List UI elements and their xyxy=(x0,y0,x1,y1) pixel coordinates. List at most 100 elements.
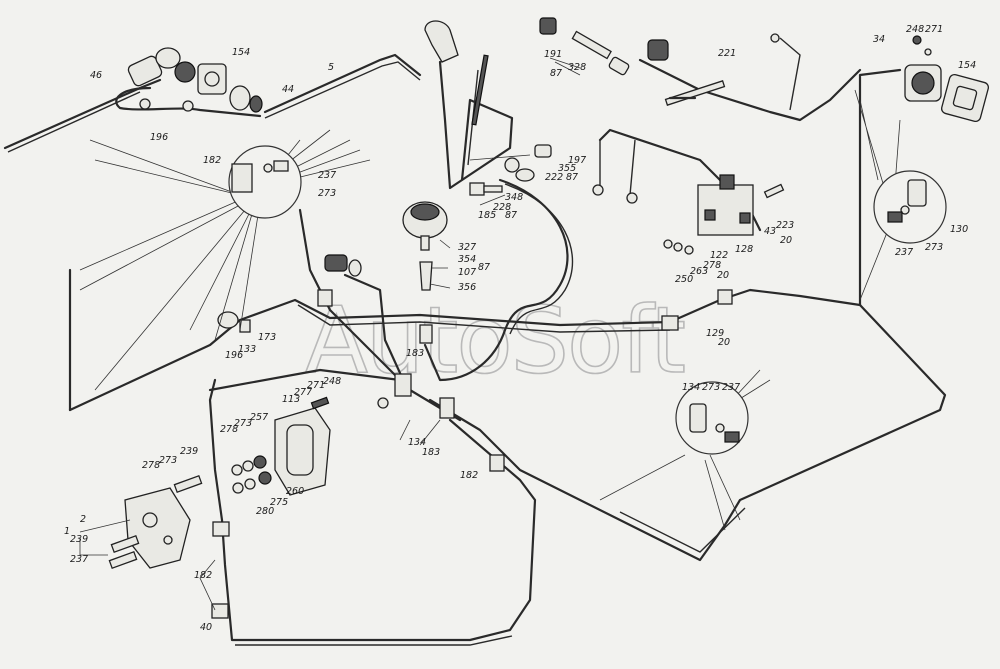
elbow-connector-top xyxy=(424,20,459,63)
harness-40 xyxy=(208,378,537,642)
label-191: 191 xyxy=(544,49,562,60)
callout-labels: 46 154 44 5 196 182 237 273 191 328 87 2… xyxy=(64,24,976,633)
label-248-top: 248 xyxy=(906,24,924,35)
connector-elbow xyxy=(155,47,181,69)
label-154-top: 154 xyxy=(232,47,250,58)
label-20-a: 20 xyxy=(780,235,792,246)
connector-221 xyxy=(647,39,669,61)
label-87-top: 87 xyxy=(550,68,562,79)
label-113: 113 xyxy=(282,394,300,405)
label-260: 260 xyxy=(286,486,304,497)
label-354: 354 xyxy=(458,254,476,265)
label-273-top: 273 xyxy=(318,188,336,199)
label-356: 356 xyxy=(458,282,476,293)
bolt-185 xyxy=(469,182,485,196)
label-43: 43 xyxy=(764,226,776,237)
label-133: 133 xyxy=(238,344,256,355)
label-34: 34 xyxy=(873,34,885,45)
bolt-237a xyxy=(273,160,289,172)
clamp-173 xyxy=(317,289,333,307)
eyelet-a xyxy=(592,184,604,196)
bolt-237d xyxy=(108,550,138,570)
screw-223 xyxy=(763,183,785,199)
label-134-center: 134 xyxy=(408,437,426,448)
eyelet-b xyxy=(626,192,638,204)
label-222: 222 xyxy=(545,172,563,183)
grommet-196a xyxy=(139,98,151,110)
label-185: 185 xyxy=(478,210,496,221)
harness-zigzag xyxy=(438,60,514,190)
connector-center xyxy=(324,254,348,272)
label-196-top: 196 xyxy=(150,132,168,143)
label-327: 327 xyxy=(458,242,476,253)
connector-154 xyxy=(174,61,196,83)
clamp-134 xyxy=(394,373,412,397)
grommet-196c xyxy=(217,311,239,329)
label-237-left: 237 xyxy=(70,554,88,565)
bolt-237c xyxy=(724,431,740,443)
label-278-right: 278 xyxy=(703,260,721,271)
clamp-129 xyxy=(661,315,679,331)
label-257: 257 xyxy=(250,412,268,423)
label-87-right: 87 xyxy=(566,172,578,183)
label-275: 275 xyxy=(270,497,288,508)
harness-5 xyxy=(263,53,422,114)
label-273-bottom: 273 xyxy=(702,382,720,393)
label-20-c: 20 xyxy=(718,337,730,348)
label-273-right: 273 xyxy=(925,242,943,253)
clamp-182 xyxy=(489,454,505,472)
label-273-left: 273 xyxy=(159,455,177,466)
label-154-right: 154 xyxy=(958,60,976,71)
sensor-328 xyxy=(571,30,612,60)
bracket-134b xyxy=(689,403,707,433)
label-263: 263 xyxy=(690,266,708,277)
label-278-left: 278 xyxy=(142,460,160,471)
label-46: 46 xyxy=(90,70,102,81)
label-107: 107 xyxy=(458,267,476,278)
bolt-239 xyxy=(173,474,203,494)
harness-46 xyxy=(3,78,162,150)
label-228: 228 xyxy=(493,202,511,213)
label-134-bottom: 134 xyxy=(682,382,700,393)
label-328: 328 xyxy=(568,62,586,73)
sensor-356 xyxy=(419,261,433,291)
sender-191 xyxy=(539,17,557,35)
label-182-left: 182 xyxy=(194,570,212,581)
bolt-113 xyxy=(310,396,330,410)
label-183-low: 183 xyxy=(422,447,440,458)
label-237-top: 237 xyxy=(318,170,336,181)
harness-center xyxy=(298,208,462,422)
label-237-right: 237 xyxy=(895,247,913,258)
label-128: 128 xyxy=(735,244,753,255)
label-87-low: 87 xyxy=(478,262,490,273)
grommet-196b xyxy=(182,100,194,112)
harness-34 xyxy=(858,68,902,307)
plug-44 xyxy=(229,85,251,111)
label-250: 250 xyxy=(675,274,693,285)
label-129: 129 xyxy=(706,328,724,339)
washer-250 xyxy=(663,239,673,249)
switch-197 xyxy=(534,144,552,158)
bracket-130 xyxy=(907,179,927,207)
parts xyxy=(108,17,990,619)
label-5: 5 xyxy=(328,62,334,73)
label-239-mid: 239 xyxy=(180,446,198,457)
hose-183 xyxy=(423,178,569,382)
harness-221 xyxy=(638,58,862,122)
harness-right-loop xyxy=(428,303,947,562)
label-248-left: 248 xyxy=(323,376,341,387)
ring-348 xyxy=(515,168,535,182)
label-182-top: 182 xyxy=(203,155,221,166)
label-237-bottom: 237 xyxy=(722,382,740,393)
label-273-mid: 273 xyxy=(234,418,252,429)
clamp-20 xyxy=(717,289,733,305)
label-271-left: 271 xyxy=(307,380,325,391)
detail-callouts xyxy=(79,57,947,611)
bolt-237b xyxy=(887,211,903,223)
label-2: 2 xyxy=(80,514,86,525)
label-182-center: 182 xyxy=(460,470,478,481)
label-173: 173 xyxy=(258,332,276,343)
label-355: 355 xyxy=(558,163,576,174)
label-87-mid: 87 xyxy=(505,210,517,221)
